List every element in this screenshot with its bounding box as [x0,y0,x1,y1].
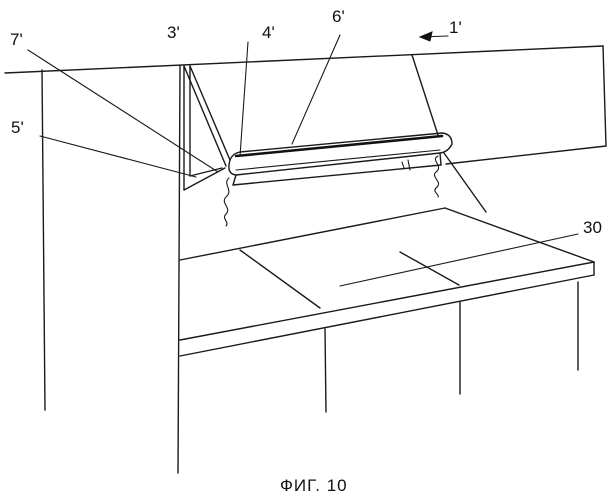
arrow-head-icon [420,32,432,41]
ref-label-5: 5' [11,118,24,137]
left-column [42,66,180,473]
side-bracket [184,66,230,190]
leader-4 [240,42,248,156]
figure-caption: ФИГ. 10 [280,476,348,495]
ref-label-6: 6' [332,7,345,26]
ref-label-30: 30 [583,218,602,237]
ref-label-7: 7' [10,30,23,49]
leader-30 [340,234,578,286]
worktop [180,208,594,356]
ref-label-3: 3' [167,23,180,42]
leader-lines [28,35,578,286]
cabinet-doors [325,282,578,412]
ref-label-1: 1' [449,18,462,37]
right-struts [412,55,486,212]
leader-5 [40,136,196,177]
hood-lamp [229,133,452,185]
leader-6 [292,35,340,144]
ref-label-4: 4' [262,23,275,42]
